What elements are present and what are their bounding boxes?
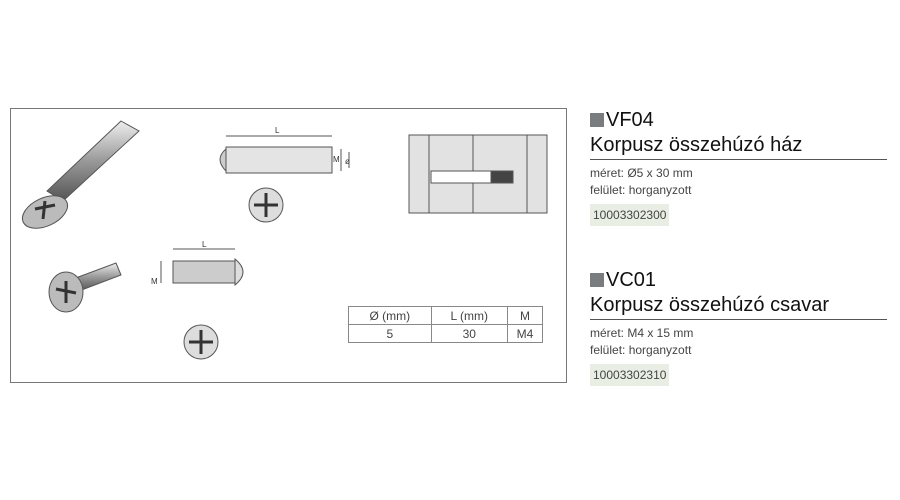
length-label-sleeve: L	[275, 126, 280, 135]
sleeve-technical-drawing	[219, 135, 350, 223]
product-surface: felület: horganyzott	[590, 343, 692, 357]
product-code: VC01	[606, 268, 657, 291]
header-diameter: Ø (mm)	[348, 306, 432, 325]
square-bullet-icon	[590, 273, 604, 287]
square-bullet-icon	[590, 113, 604, 127]
header-length: L (mm)	[430, 306, 508, 325]
product-surface: felület: horganyzott	[590, 183, 692, 197]
product-code: VF04	[606, 108, 654, 131]
diameter-label-sleeve: ø	[345, 157, 350, 166]
product-title: Korpusz összehúzó ház	[590, 132, 887, 160]
length-label-screw: L	[202, 240, 207, 249]
product-size: méret: Ø5 x 30 mm	[590, 166, 693, 180]
spec-table: Ø (mm) L (mm) M 5 30 M4	[348, 306, 544, 343]
sleeve-nut-photo	[21, 120, 140, 229]
screw-photo	[48, 262, 122, 313]
product-sku: 10003302300	[590, 204, 670, 226]
thread-label-sleeve: M	[333, 155, 340, 164]
cell-thread: M4	[506, 324, 544, 343]
table-row: 5 30 M4	[348, 324, 544, 343]
cell-diameter: 5	[348, 324, 432, 343]
thread-label-screw: M	[151, 277, 158, 286]
product-size: méret: M4 x 15 mm	[590, 326, 694, 340]
cell-length: 30	[430, 324, 508, 343]
assembly-drawing	[408, 134, 548, 214]
screw-technical-drawing	[160, 248, 244, 360]
header-thread: M	[506, 306, 544, 325]
table-header-row: Ø (mm) L (mm) M	[348, 306, 544, 325]
product-vf04: VF04 Korpusz összehúzó ház méret: Ø5 x 3…	[590, 108, 887, 226]
product-drawings	[21, 120, 548, 360]
product-image-frame: L M ø L M	[10, 108, 567, 383]
product-vc01: VC01 Korpusz összehúzó csavar méret: M4 …	[590, 268, 887, 386]
product-title: Korpusz összehúzó csavar	[590, 292, 887, 320]
product-sku: 10003302310	[590, 364, 670, 386]
